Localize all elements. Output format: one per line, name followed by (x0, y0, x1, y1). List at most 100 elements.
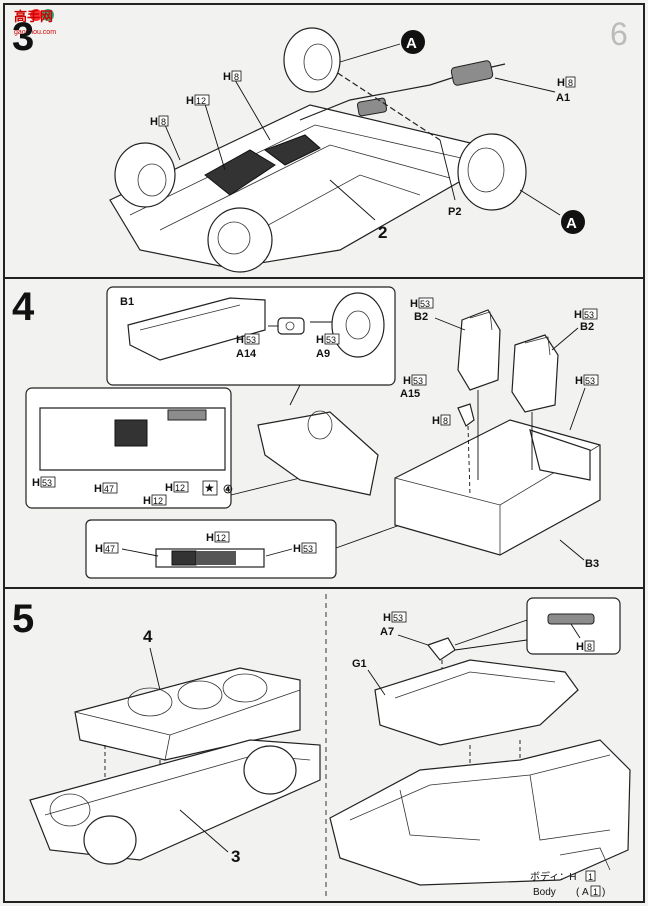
callout-h12: H 12 (186, 94, 226, 171)
window-tray-g1 (374, 659, 579, 746)
label-a9: A9 (316, 348, 330, 360)
transmission (263, 134, 321, 166)
svg-text:H: H (316, 334, 324, 346)
watermark-logo: 高手网 gaoshou.com (14, 9, 56, 36)
svg-text:8: 8 (568, 78, 573, 88)
svg-text:1: 1 (588, 872, 593, 882)
svg-text:53: 53 (42, 478, 52, 488)
sheet-border (3, 3, 645, 903)
label-b2-right: B2 (580, 321, 594, 333)
svg-text:H: H (575, 375, 583, 387)
step-5-number: 5 (12, 597, 34, 641)
center-console-display (114, 419, 148, 447)
svg-text:1: 1 (593, 887, 598, 897)
svg-text:8: 8 (234, 72, 239, 82)
svg-text:H: H (223, 71, 231, 83)
watermark-url: gaoshou.com (14, 29, 56, 36)
label-body-en: Body (533, 887, 556, 898)
dashboard-b1 (127, 297, 266, 361)
front-seat-right-b2 (511, 334, 559, 470)
step-5: 5 4 3 H 8 H 53 (12, 597, 631, 898)
label-b2-left: B2 (414, 311, 428, 323)
svg-text:12: 12 (175, 483, 185, 493)
dashboard-assembled (257, 411, 379, 496)
svg-text:④: ④ (223, 484, 233, 496)
svg-text:53: 53 (303, 544, 313, 554)
interior-tub-b3 (394, 419, 601, 556)
rear-bench-seat (529, 429, 591, 481)
marker-a-top: A (339, 30, 425, 63)
svg-text:H: H (410, 298, 418, 310)
svg-text:H: H (186, 95, 194, 107)
svg-text:H: H (574, 309, 582, 321)
svg-text:53: 53 (393, 613, 403, 623)
engine-block (204, 149, 276, 196)
label-part-3: 3 (231, 847, 240, 866)
chassis-floor (109, 104, 502, 269)
label-g1: G1 (352, 658, 367, 670)
svg-text:A1: A1 (556, 92, 570, 104)
callout-p2: P2 (439, 139, 461, 218)
label-a15: A15 (400, 388, 420, 400)
part-a14 (277, 317, 305, 335)
wheel-rear-left (283, 27, 341, 93)
svg-text:H: H (236, 334, 244, 346)
svg-text:H: H (32, 477, 40, 489)
label-part-4: 4 (143, 627, 153, 646)
step-3: 3 A (12, 15, 585, 273)
svg-text:H: H (165, 482, 173, 494)
svg-text:8: 8 (443, 416, 448, 426)
svg-text:H: H (94, 483, 102, 495)
gear-lever-a15 (457, 403, 475, 496)
svg-text:53: 53 (413, 376, 423, 386)
wheel-rear (243, 745, 297, 795)
label-a14: A14 (236, 348, 257, 360)
car-body (329, 739, 631, 886)
wheel-front-right (207, 207, 273, 273)
svg-text:A: A (406, 35, 417, 52)
svg-text:H: H (403, 375, 411, 387)
svg-text:47: 47 (105, 544, 115, 554)
callout-part-2: 2 (329, 179, 387, 242)
label-b3: B3 (585, 558, 599, 570)
rear-muffler (450, 60, 494, 86)
svg-text:H: H (206, 532, 214, 544)
svg-text:(: ( (576, 887, 580, 898)
step-3-number: 3 (12, 15, 34, 59)
front-seat-left-b2 (457, 309, 501, 480)
svg-text:8: 8 (161, 117, 166, 127)
label-body-jp: ボディ：H (530, 870, 577, 883)
mirror-detail-box (526, 597, 621, 655)
wheel-front-left (114, 142, 176, 208)
svg-text:53: 53 (246, 335, 256, 345)
corner-step-mark: 6 (610, 16, 628, 52)
svg-text:53: 53 (585, 376, 595, 386)
rear-axle (329, 67, 441, 141)
svg-text:H: H (150, 116, 158, 128)
marker-a-bottom: A (519, 189, 585, 234)
svg-text:53: 53 (420, 299, 430, 309)
step-4-number: 4 (12, 285, 35, 329)
center-muffler (356, 97, 388, 117)
svg-text:A: A (582, 887, 589, 898)
wheel-rear-right (457, 133, 527, 211)
svg-text:H: H (557, 77, 565, 89)
svg-text:2: 2 (378, 223, 387, 242)
svg-text:53: 53 (584, 310, 594, 320)
label-a7: A7 (380, 626, 394, 638)
steering-wheel-a9 (310, 292, 385, 358)
star-icon: ★ (204, 481, 215, 495)
svg-text:P2: P2 (448, 206, 461, 218)
svg-text:H: H (432, 415, 440, 427)
mirror-glass (547, 613, 595, 625)
svg-text:8: 8 (587, 642, 592, 652)
svg-text:A: A (566, 215, 577, 232)
svg-text:): ) (602, 887, 605, 898)
svg-text:H: H (576, 641, 584, 653)
svg-text:H: H (293, 543, 301, 555)
label-b1: B1 (120, 296, 134, 308)
svg-text:47: 47 (104, 484, 114, 494)
svg-text:53: 53 (326, 335, 336, 345)
